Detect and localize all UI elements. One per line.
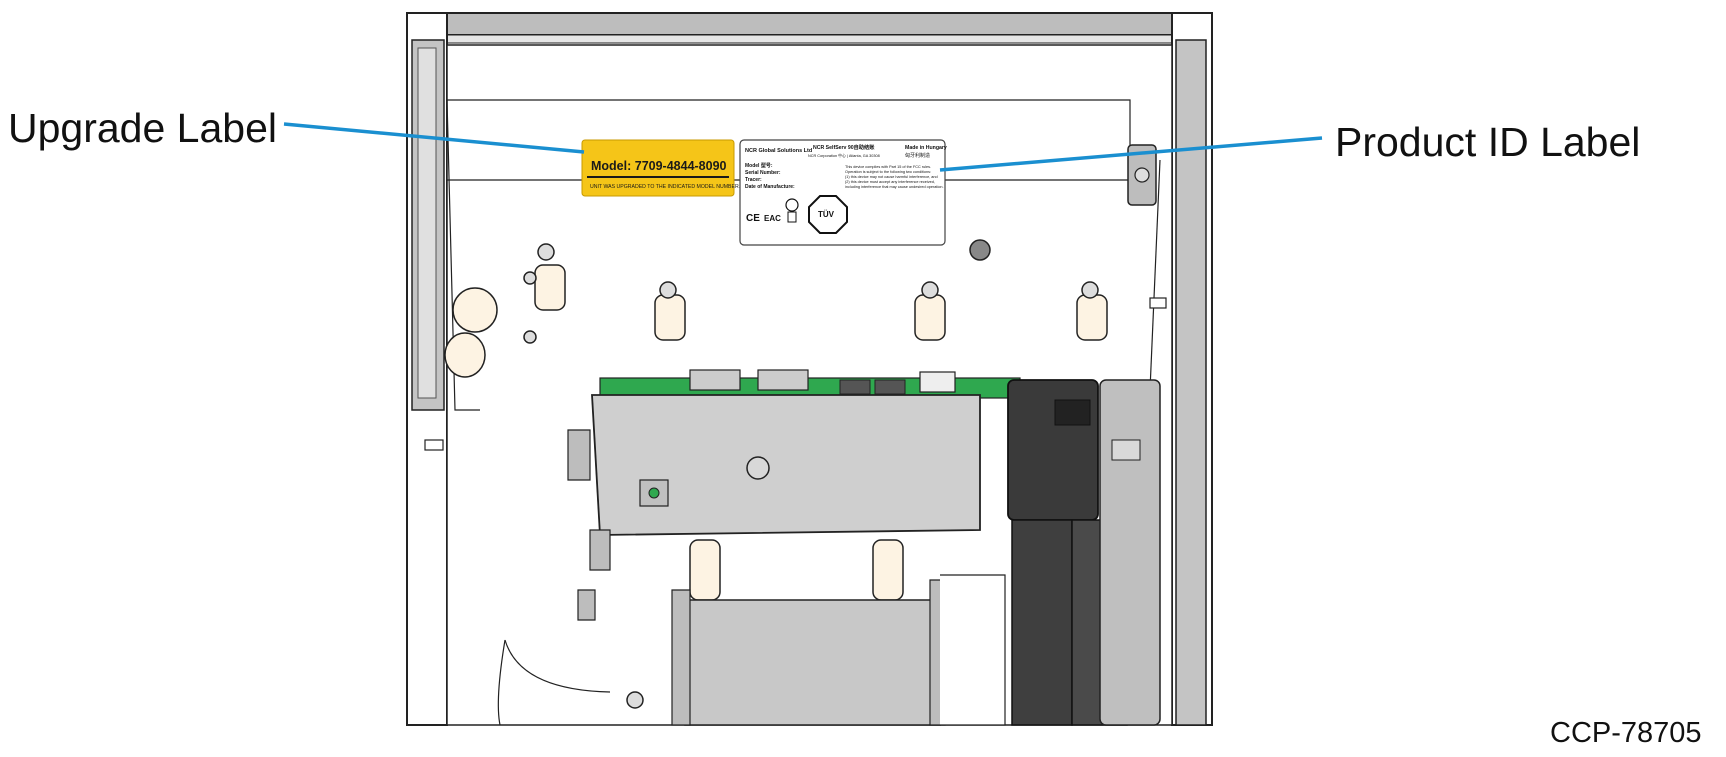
pid-fcc-1: This device complies with Part 15 of the…: [845, 165, 931, 169]
product-id-label-leader: [939, 136, 1323, 172]
receipt-printer-module: [1007, 379, 1161, 726]
product-id-label-sticker: NCR Global Solutions Ltd NCR SelfServ 90…: [739, 139, 947, 246]
pid-corporation: NCR Corporation 中心 | Atlanta, GA 30308: [808, 153, 880, 158]
pid-fcc-5: including interference that may cause un…: [845, 185, 944, 189]
pid-origin: Made in Hungary: [905, 145, 947, 151]
callout-lines: [283, 122, 1323, 172]
mounting-bracket: [1127, 144, 1157, 206]
upgrade-label-sticker: Model: 7709-4844-8090 UNIT WAS UPGRADED …: [581, 139, 740, 197]
weee-bin-icon: [787, 211, 797, 223]
pid-mark-tuv: TÜV: [818, 210, 835, 219]
pid-product: NCR SelfServ 90自助结账: [813, 143, 875, 151]
pid-mark-ce: CE: [746, 213, 760, 224]
pid-field-tracer: Tracer:: [745, 177, 762, 183]
pid-fcc-2: Operation is subject to the following tw…: [845, 170, 931, 174]
pid-field-model: Model 型号:: [745, 162, 773, 169]
upgrade-label-leader: [283, 122, 585, 154]
pid-fcc-3: (1) this device may not cause harmful in…: [845, 175, 938, 179]
pc-core-housing: [567, 394, 981, 621]
pid-mark-eac: EAC: [764, 214, 781, 223]
product-id-label-callout: Product ID Label: [1335, 119, 1641, 165]
pid-company: NCR Global Solutions Ltd: [745, 148, 812, 154]
certification-circle-icon: [785, 198, 799, 212]
circuit-board: [599, 369, 1021, 399]
paper-roll-holder: [671, 574, 1006, 726]
pid-origin-cn: 匈牙利制造: [905, 152, 930, 159]
pid-field-serial: Serial Number:: [745, 170, 781, 176]
pid-fcc-4: (2) this device must accept any interfer…: [845, 180, 935, 184]
tuv-certification-icon: TÜV: [808, 195, 848, 234]
upgrade-label-callout: Upgrade Label: [8, 105, 277, 151]
figure-id: CCP-78705: [1550, 717, 1702, 749]
pid-field-date: Date of Manufacture:: [745, 184, 795, 190]
upgrade-model-text: Model: 7709-4844-8090: [591, 159, 727, 173]
upgrade-footer-text: UNIT WAS UPGRADED TO THE INDICATED MODEL…: [590, 184, 740, 190]
cable-clips: [444, 264, 1108, 601]
clip-screws: [523, 239, 1099, 709]
